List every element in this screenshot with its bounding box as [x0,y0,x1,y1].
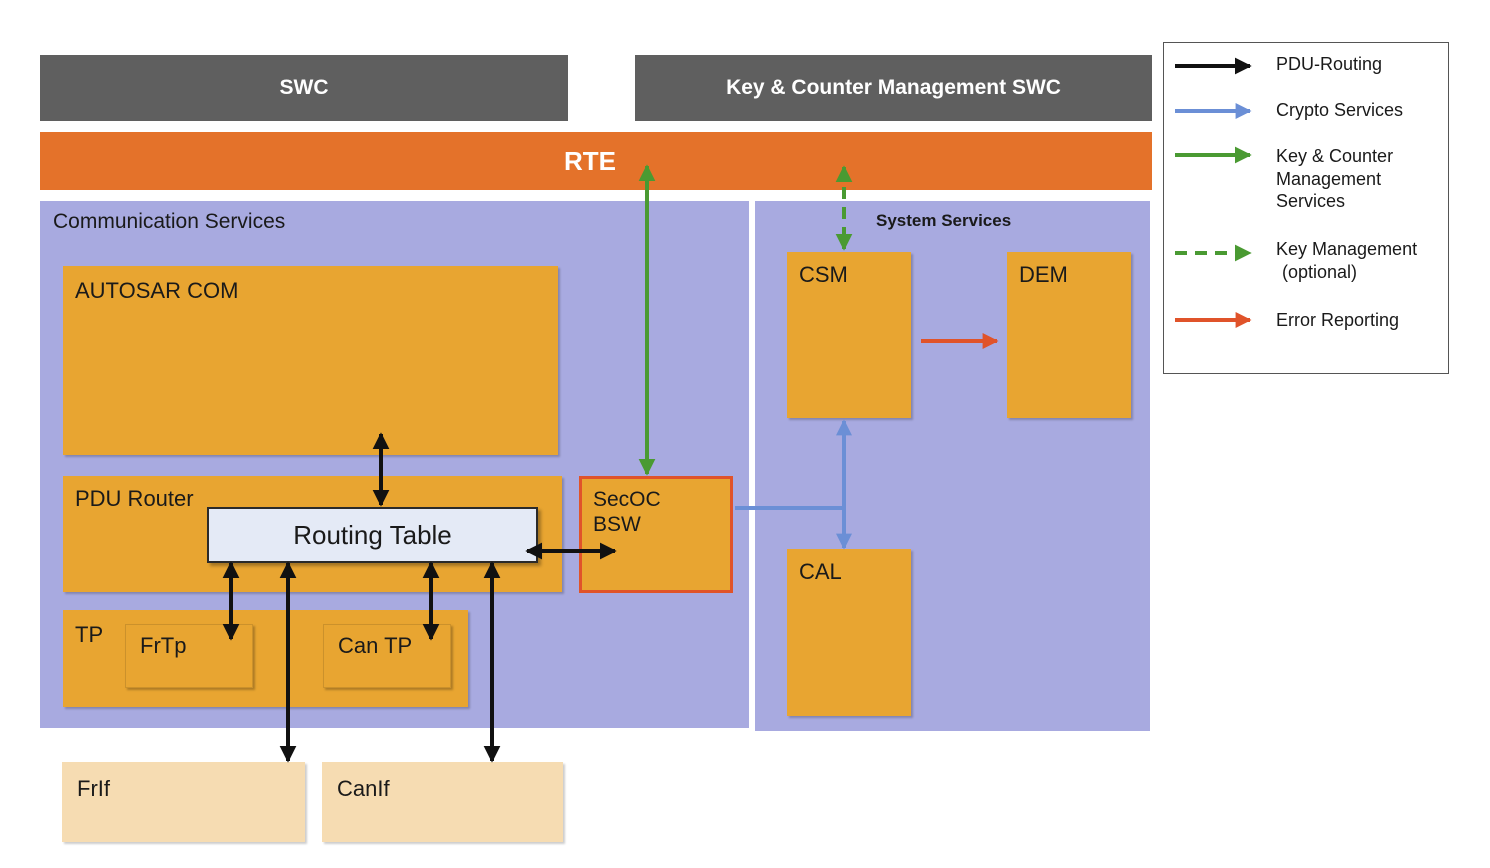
autosar-com-module: AUTOSAR COM [63,266,558,455]
canif-module: CanIf [322,762,563,842]
dem-label: DEM [1019,262,1068,287]
communication-services-title: Communication Services [53,210,286,233]
legend-label-key-counter-management: Key & Counter Management Services [1276,146,1394,211]
swc-block: SWC [40,55,568,121]
key-counter-management-swc-label: Key & Counter Management SWC [726,76,1061,99]
system-services-title: System Services [876,211,1012,230]
autosar-com-label: AUTOSAR COM [75,278,239,303]
secoc-bsw-label: SecOC BSW [593,487,661,537]
swc-label: SWC [279,76,329,99]
secoc-label-line2: BSW [593,513,641,537]
frif-label: FrIf [77,776,110,801]
cal-module: CAL [787,549,911,716]
rte-label: RTE [564,145,616,176]
pdu-router-label: PDU Router [75,486,194,511]
frtp-label: FrTp [140,633,187,658]
canif-label: CanIf [337,776,390,801]
frif-module: FrIf [62,762,305,842]
routing-table-label: Routing Table [293,519,452,550]
tp-label: TP [75,622,104,647]
key-counter-management-swc-block: Key & Counter Management SWC [635,55,1152,121]
legend-label-crypto-services: Crypto Services [1276,100,1404,120]
csm-label: CSM [799,262,848,287]
legend-label-error-reporting: Error Reporting [1276,310,1400,330]
rte-bar: RTE [40,132,1152,190]
legend-label-pdu-routing: PDU-Routing [1276,54,1383,74]
dem-module: DEM [1007,252,1131,418]
legend-label-key-management-optional: Key Management (optional) [1276,239,1418,282]
secoc-label-line1: SecOC [593,488,661,511]
csm-module: CSM [787,252,911,418]
secoc-bsw-module: SecOC BSW [579,476,733,593]
can-tp-label: Can TP [338,633,413,658]
routing-table: Routing Table [207,507,538,563]
cal-label: CAL [799,559,842,584]
